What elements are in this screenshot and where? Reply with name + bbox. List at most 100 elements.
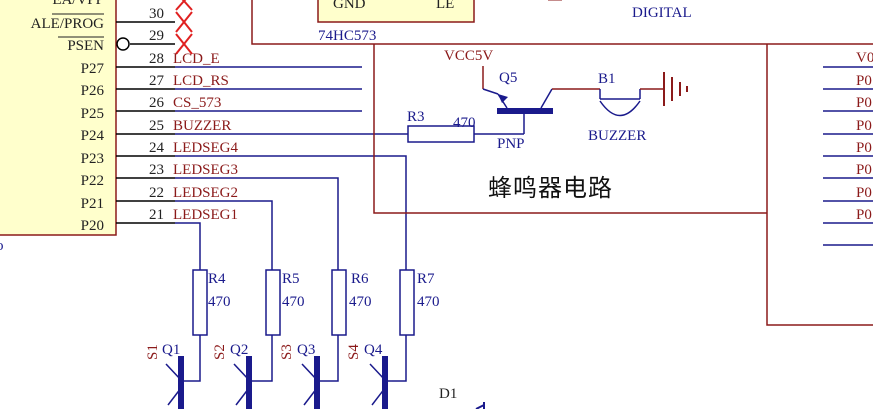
r7-ref: R7 bbox=[417, 271, 435, 287]
no-connect-icon bbox=[175, 11, 193, 33]
vcc5v-label: VCC5V bbox=[444, 48, 493, 64]
pin-number: 22 bbox=[149, 185, 164, 201]
s3-ref: S3 bbox=[279, 344, 295, 360]
q5-type: PNP bbox=[497, 136, 525, 152]
net-label-ledseg2: LEDSEG2 bbox=[173, 185, 238, 201]
net-label-ledseg4: LEDSEG4 bbox=[173, 140, 238, 156]
latch-part-label: 74HC573 bbox=[318, 28, 376, 44]
s4-ref: S4 bbox=[346, 344, 362, 360]
segment-drive-wires bbox=[188, 335, 407, 382]
net-label-lcd-rs: LCD_RS bbox=[173, 73, 229, 89]
q2-ref: Q2 bbox=[230, 342, 248, 358]
buzzer-circuit-note-text: 蜂鸣器电路 bbox=[488, 173, 613, 202]
connector-label: P0 bbox=[856, 162, 872, 178]
pin-name-p22: P22 bbox=[81, 173, 104, 189]
q1-ref: Q1 bbox=[162, 342, 180, 358]
pnp-transistor-icon bbox=[482, 88, 553, 134]
r5-value: 470 bbox=[282, 294, 305, 310]
red-bus-wires bbox=[251, 0, 873, 326]
mcu-body bbox=[0, 0, 117, 236]
r7-value: 470 bbox=[417, 294, 440, 310]
net-label-cs-573: CS_573 bbox=[173, 95, 221, 111]
pin-number: 29 bbox=[149, 28, 164, 44]
no-connect-icon bbox=[175, 0, 193, 11]
s2-ref: S2 bbox=[212, 344, 228, 360]
segment-resistors: R4 470 R5 470 R6 470 R7 470 bbox=[192, 269, 440, 336]
r6-value: 470 bbox=[349, 294, 372, 310]
latch-le-label: LE bbox=[436, 0, 454, 12]
latch-gnd-label: GND bbox=[333, 0, 366, 12]
q4-ref: Q4 bbox=[364, 342, 383, 358]
r6-resistor bbox=[331, 269, 347, 336]
connector-label: V0 bbox=[856, 50, 873, 66]
digital-label: DIGITAL bbox=[632, 5, 692, 21]
mcu-pin-stubs bbox=[116, 21, 175, 224]
latch-74hc573: GND LE 74HC573 bbox=[317, 0, 475, 44]
pin-number: 30 bbox=[149, 6, 164, 22]
net-labels: LCD_E LCD_RS CS_573 BUZZER LEDSEG4 LEDSE… bbox=[173, 51, 238, 223]
r5-resistor bbox=[265, 269, 281, 336]
buzzer-icon bbox=[599, 89, 641, 117]
q5-ref: Q5 bbox=[499, 70, 517, 86]
connector-label: P0 bbox=[856, 207, 872, 223]
pin-number: 24 bbox=[149, 140, 165, 156]
net-label-lcd-e: LCD_E bbox=[173, 51, 220, 67]
latch-body bbox=[317, 0, 475, 23]
transistor-icon bbox=[233, 356, 256, 409]
pin-name-p24: P24 bbox=[81, 128, 105, 144]
pin-name-p27: P27 bbox=[81, 61, 105, 77]
mcu-chip: o EA/VPP ALE/PROG PSEN P27 P26 P25 P24 P… bbox=[0, 0, 117, 254]
no-connect-icon bbox=[175, 33, 193, 55]
no-connect-marks bbox=[175, 0, 193, 55]
r4-ref: R4 bbox=[208, 271, 226, 287]
psen-inversion-bubble bbox=[116, 37, 130, 51]
pin-number: 23 bbox=[149, 162, 164, 178]
mcu-net-wires bbox=[175, 66, 408, 270]
pin-name-ea-vpp: EA/VPP bbox=[52, 0, 104, 8]
transistor-icon bbox=[301, 356, 324, 409]
pin-number: 25 bbox=[149, 118, 164, 134]
pin-name-p21: P21 bbox=[81, 196, 104, 212]
pin-name-p23: P23 bbox=[81, 151, 104, 167]
r3-value: 470 bbox=[453, 115, 476, 131]
r6-ref: R6 bbox=[351, 271, 369, 287]
net-label-ledseg1: LEDSEG1 bbox=[173, 207, 238, 223]
connector-label: P0 bbox=[856, 73, 872, 89]
pin-name-ale-prog: ALE/PROG bbox=[31, 16, 105, 32]
right-connector: V0 P0 P0 P0 P0 P0 P0 P0 bbox=[823, 50, 873, 246]
q3-ref: Q3 bbox=[297, 342, 315, 358]
buzzer-circuit-note: 蜂鸣器电路 bbox=[478, 158, 688, 212]
transistor-icon bbox=[165, 356, 188, 409]
pin-numbers: 30 29 28 27 26 25 24 23 22 21 bbox=[149, 6, 165, 223]
connector-label: P0 bbox=[856, 118, 872, 134]
diode-icon bbox=[475, 402, 485, 409]
buzzer-label: BUZZER bbox=[588, 128, 646, 144]
r7-resistor bbox=[399, 269, 415, 336]
pin-number: 27 bbox=[149, 73, 165, 89]
connector-label: P0 bbox=[856, 140, 872, 156]
pin-number: 28 bbox=[149, 51, 164, 67]
pin-name-psen: PSEN bbox=[67, 38, 104, 54]
r4-resistor bbox=[192, 269, 208, 336]
r4-value: 470 bbox=[208, 294, 231, 310]
net-label-buzzer: BUZZER bbox=[173, 118, 231, 134]
r5-ref: R5 bbox=[282, 271, 300, 287]
mcu-edge-label: o bbox=[0, 238, 4, 254]
connector-label: P0 bbox=[856, 95, 872, 111]
segment-switches: S1 Q1 S2 Q2 S3 Q3 S4 Q4 bbox=[145, 342, 392, 409]
pin-name-p25: P25 bbox=[81, 106, 104, 122]
buzzer-circuit: VCC5V Q5 PNP R3 470 B1 bbox=[407, 48, 688, 152]
pin-number: 26 bbox=[149, 95, 165, 111]
pin-name-p20: P20 bbox=[81, 218, 104, 234]
s1-ref: S1 bbox=[145, 344, 161, 360]
transistor-icon bbox=[369, 356, 392, 409]
pin-name-p26: P26 bbox=[81, 83, 105, 99]
ground-icon bbox=[663, 72, 688, 106]
connector-label: P0 bbox=[856, 185, 872, 201]
net-label-ledseg3: LEDSEG3 bbox=[173, 162, 238, 178]
b1-ref: B1 bbox=[598, 71, 616, 87]
pin-number: 21 bbox=[149, 207, 164, 223]
d1-ref: D1 bbox=[439, 386, 457, 402]
r3-ref: R3 bbox=[407, 109, 425, 125]
